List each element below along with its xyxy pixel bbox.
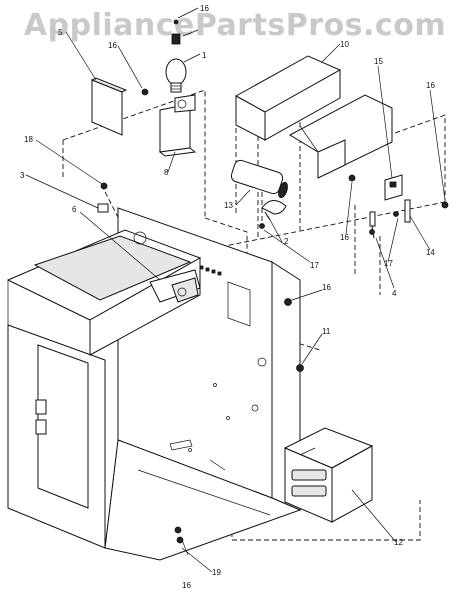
callout-16: 16: [340, 233, 349, 242]
vent-holes: [199, 265, 222, 276]
duct-icon: [234, 55, 393, 179]
callout-5: 5: [58, 28, 63, 37]
callout-16: 16: [108, 41, 117, 50]
bracket-icon: [149, 269, 201, 303]
callout-18: 18: [24, 135, 33, 144]
callout-8: 8: [164, 168, 169, 177]
callout-6: 6: [72, 205, 77, 214]
callout-16: 16: [200, 4, 209, 13]
capacitor-bracket-icon: [261, 200, 287, 221]
callout-14: 14: [426, 248, 435, 257]
transformer-icon: [283, 427, 374, 523]
callout-13: 13: [224, 201, 233, 210]
callout-labels: 16 1 5 16 10 15 16 18 3 8 13 6 2 16 17 1…: [20, 4, 435, 590]
callout-11: 11: [322, 327, 331, 336]
callout-2: 2: [284, 237, 289, 246]
light-bulb-icon: [165, 58, 187, 93]
leader-lines: [25, 7, 446, 573]
fuse-holder-icon: [384, 174, 403, 201]
callout-19: 19: [212, 568, 221, 577]
callout-17: 17: [310, 261, 319, 270]
bulb-cap-icon: [171, 19, 181, 45]
callout-4: 4: [392, 289, 397, 298]
callout-12: 12: [394, 538, 403, 547]
callout-16: 16: [182, 581, 191, 590]
callout-16: 16: [426, 81, 435, 90]
fuse-icon: [404, 199, 411, 223]
clip-icon: [97, 203, 109, 213]
cavity-enclosure: [6, 207, 302, 561]
callout-17: 17: [384, 259, 393, 268]
callout-15: 15: [374, 57, 383, 66]
callout-16: 16: [322, 283, 331, 292]
callout-3: 3: [20, 171, 25, 180]
screw-icon: [100, 88, 449, 544]
callout-10: 10: [340, 40, 349, 49]
capacitor-icon: [230, 159, 288, 199]
cover-plate-icon: [90, 77, 128, 136]
lamp-socket-icon: [158, 94, 197, 157]
callout-1: 1: [202, 51, 207, 60]
watermark: AppliancePartsPros.com: [23, 8, 447, 43]
